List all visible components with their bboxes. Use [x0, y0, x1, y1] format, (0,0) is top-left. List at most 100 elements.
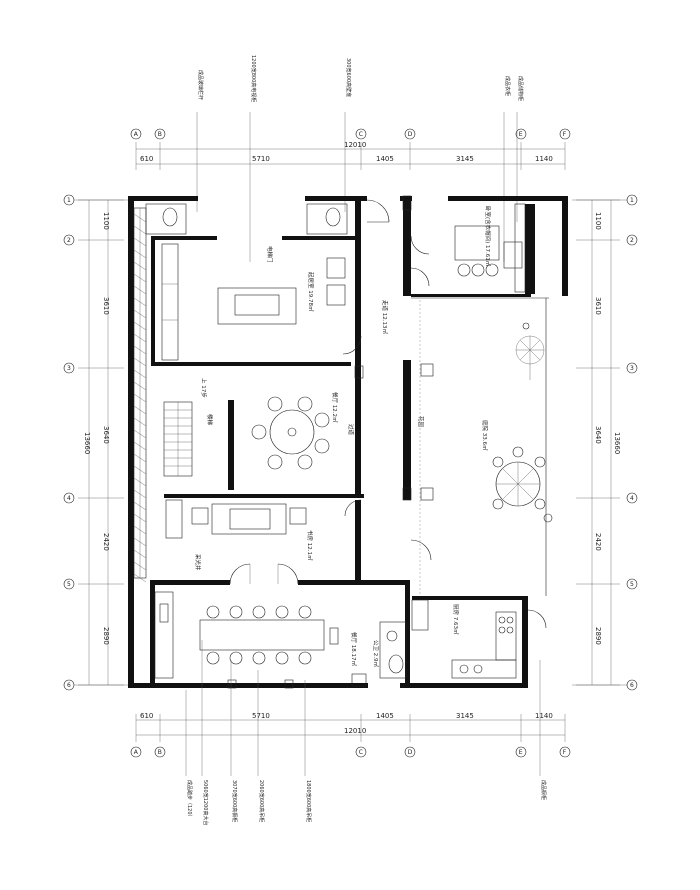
railing-tick — [133, 213, 147, 223]
col-b-top: B — [158, 131, 162, 138]
row-1-left: 1 — [67, 197, 71, 204]
bedroom: 卧室(含衣帽间) 17.61㎡ — [454, 203, 526, 293]
tree-icon — [515, 322, 545, 380]
railing-tick — [133, 273, 147, 283]
garden-label: 花园 — [417, 416, 425, 428]
bottom-note-1: 成品踏步（120） — [186, 780, 193, 820]
kitchen: 厨房 7.63㎡ — [411, 599, 517, 679]
railing-tick — [133, 225, 147, 235]
courtyard: 庭院 33.6㎡ 花园 — [411, 297, 553, 596]
right-dim-5: 2890 — [594, 627, 602, 645]
dining-label: 餐厅 18.17㎡ — [350, 632, 358, 666]
hall-area: 走道 12.13㎡ — [366, 199, 390, 334]
row-5-right: 5 — [630, 581, 634, 588]
right-dim-3: 3640 — [594, 426, 602, 444]
lightwell-label: 采光井 — [194, 554, 202, 571]
top-annotations: 成品玻璃栏杆 1200宽800高电视柜 300宽600高壁龛 成品衣柜 成品储物… — [196, 55, 524, 262]
row-2-right: 2 — [630, 237, 634, 244]
hall-label: 走道 12.13㎡ — [381, 300, 389, 334]
toilet-label: 公卫 2.9㎡ — [372, 640, 380, 667]
study-room: 书房 12.1㎡ 采光井 — [165, 499, 314, 571]
col-f-bottom: F — [563, 749, 567, 756]
right-dim-4: 2420 — [594, 533, 602, 551]
umbrella-table-icon — [492, 446, 553, 523]
bottom-dim-2: 5710 — [252, 712, 270, 720]
right-dim-2: 3610 — [594, 297, 602, 315]
row-3-right: 3 — [630, 365, 634, 372]
top-total-dim: 12010 — [344, 141, 366, 149]
railing-tick — [133, 393, 147, 403]
stair-label: 楼梯 — [206, 414, 214, 426]
left-dim-4: 2420 — [102, 533, 110, 551]
bottom-column-bubbles: A B C D E F — [130, 746, 571, 758]
bottom-note-3: 3070宽600高橱柜 — [231, 780, 238, 822]
bedroom-label: 卧室(含衣帽间) 17.61㎡ — [484, 206, 492, 267]
railing-tick — [133, 405, 147, 415]
left-row-bubbles: 1 2 3 4 5 6 — [63, 194, 75, 691]
row-6-right: 6 — [630, 682, 634, 689]
top-dimension-chain: 12010 610 5710 1405 3145 1140 — [135, 141, 566, 170]
railing-tick — [133, 345, 147, 355]
right-dim-1: 1100 — [594, 212, 602, 230]
railing-tick — [133, 465, 147, 475]
railing-tick — [133, 333, 147, 343]
top-dim-1: 610 — [140, 155, 153, 163]
railing-tick — [133, 429, 147, 439]
right-total-dim: 13660 — [613, 432, 621, 454]
col-a-bottom: A — [134, 749, 139, 756]
railing-tick — [133, 261, 147, 271]
bottom-dim-4: 3145 — [456, 712, 474, 720]
living-room: 起居室 19.78㎡ 电梯门 — [145, 203, 348, 361]
bottom-note-5: 1800宽600高吊柜 — [305, 780, 312, 822]
railing-tick — [133, 441, 147, 451]
stair-up-label: 上 17步 — [200, 378, 208, 398]
toilet: 公卫 2.9㎡ — [372, 621, 407, 679]
kitchen-label: 厨房 7.63㎡ — [452, 604, 460, 635]
left-dim-3: 3640 — [102, 426, 110, 444]
bottom-total-dim: 12010 — [344, 727, 366, 735]
bottom-dimension-chain: 610 5710 1405 3145 1140 12010 — [135, 712, 566, 742]
doors — [229, 235, 547, 629]
railing-tick — [133, 549, 147, 559]
bottom-dim-5: 1140 — [535, 712, 553, 720]
col-f-top: F — [563, 131, 567, 138]
columns — [227, 195, 434, 689]
courtyard-label: 庭院 33.6㎡ — [481, 420, 489, 451]
railing-tick — [133, 237, 147, 247]
row-4-left: 4 — [67, 495, 71, 502]
left-dim-5: 2890 — [102, 627, 110, 645]
corridor-label: 过道 — [347, 424, 355, 436]
railing-tick — [133, 525, 147, 535]
left-dimension-chain: 1100 3610 3640 2420 2890 13660 — [78, 199, 124, 686]
row-1-right: 1 — [630, 197, 634, 204]
railing-tick — [133, 321, 147, 331]
col-d-bottom: D — [408, 749, 413, 756]
building-walls — [128, 196, 568, 688]
top-dim-5: 1140 — [535, 155, 553, 163]
railing-tick — [133, 537, 147, 547]
bottom-note-6: 成品橱柜 — [540, 780, 547, 800]
top-column-bubbles: A B C D E F — [130, 128, 571, 140]
glass-railing — [133, 207, 147, 583]
col-c-top: C — [359, 131, 363, 138]
left-total-dim: 13660 — [83, 432, 91, 454]
col-c-bottom: C — [359, 749, 363, 756]
col-b-bottom: B — [158, 749, 162, 756]
col-e-top: E — [519, 131, 523, 138]
railing-tick — [133, 489, 147, 499]
railing-tick — [133, 285, 147, 295]
row-4-right: 4 — [630, 495, 634, 502]
bottom-note-4: 2060宽600高吊柜 — [258, 780, 265, 822]
grid-lines — [74, 199, 627, 686]
bottom-note-2: 5060宽1200高大台 — [202, 780, 209, 825]
bottom-dim-1: 610 — [140, 712, 153, 720]
top-note-4: 成品衣柜 — [504, 76, 511, 96]
col-a-top: A — [134, 131, 139, 138]
railing-tick — [133, 357, 147, 367]
railing-tick — [133, 369, 147, 379]
railing-tick — [133, 477, 147, 487]
left-dim-1: 1100 — [102, 212, 110, 230]
elevator-label: 电梯门 — [266, 246, 274, 263]
row-2-left: 2 — [67, 237, 71, 244]
